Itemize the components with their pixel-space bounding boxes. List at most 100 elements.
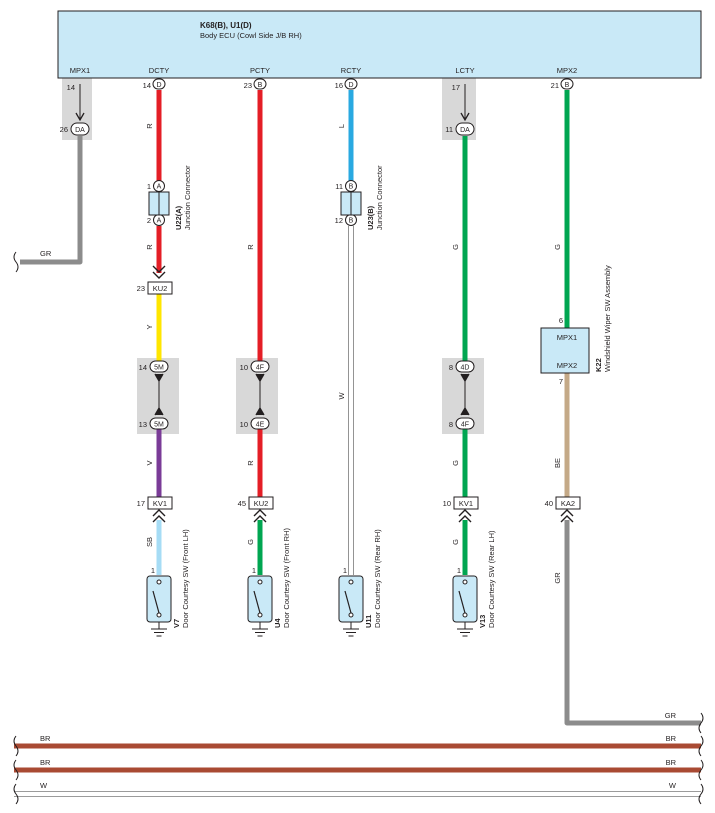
switch-terminal-bottom xyxy=(156,612,162,618)
wl-bus3-left: W xyxy=(40,781,48,790)
wl-bus3-right: W xyxy=(669,781,677,790)
pin-num-mpx2-top: 21 xyxy=(551,81,559,90)
wl-rcty-w: W xyxy=(337,392,346,400)
wl-mpx1-gr: GR xyxy=(40,249,52,258)
pin-5m-b: 5M xyxy=(149,417,169,430)
switch-code: V13 xyxy=(478,615,487,628)
wl-mpx2-be: BE xyxy=(553,458,562,468)
switch-name: Door Courtesy SW (Front LH) xyxy=(181,529,190,628)
bracket-mpx2-right xyxy=(698,712,704,734)
pin-5m-a-label: 5M xyxy=(154,365,164,372)
conn-kv1-lcty-box xyxy=(453,496,479,510)
wl-bus1-right: BR xyxy=(666,734,677,743)
u23-name: Junction Connector xyxy=(375,165,384,230)
pin-num-5m-b: 13 xyxy=(139,420,147,429)
pin-num-mpx1-bot: 26 xyxy=(60,125,68,134)
switch-terminal-bottom xyxy=(348,612,354,618)
bracket-bus3-right xyxy=(698,783,704,805)
conn-kv1-dcty-box xyxy=(147,496,173,510)
u23-code: U23(B) xyxy=(366,205,375,230)
pin-ecu-dcty-label: D xyxy=(156,82,161,89)
pin-num-ku2-a: 23 xyxy=(137,284,145,293)
pin-num-k22-mpx2: 7 xyxy=(559,377,563,386)
pin-mpx1-da: DA xyxy=(70,122,90,136)
wire-end-brackets xyxy=(13,251,704,805)
ecu-box: K68(B), U1(D) Body ECU (Cowl Side J/B RH… xyxy=(57,10,702,79)
pin-num-ka2: 40 xyxy=(545,499,553,508)
ecu-subtitle: Body ECU (Cowl Side J/B RH) xyxy=(200,31,302,40)
pin-lcty-da: DA xyxy=(455,122,475,136)
conn-ku2-pcty-box xyxy=(248,496,274,510)
ecu-terminal-pcty: PCTY xyxy=(250,66,270,75)
pin-num-sw-v7: 1 xyxy=(151,566,155,575)
wl-mpx2-gr-right: GR xyxy=(665,711,677,720)
pin-num-dcty-top: 14 xyxy=(143,81,151,90)
pin-num-kv1-l: 10 xyxy=(443,499,451,508)
conn-kv1-dcty-label: KV1 xyxy=(153,499,167,508)
pin-4f-b-label: 4F xyxy=(461,422,469,429)
pin-ecu-pcty: B xyxy=(253,78,267,90)
chevron-ka2-mpx2 xyxy=(560,509,574,523)
switch-blade xyxy=(458,590,466,614)
pin-4f-a-label: 4F xyxy=(256,365,264,372)
bracket-bus3-left xyxy=(13,783,19,805)
wl-dcty-r2: R xyxy=(145,244,154,250)
ecu-terminal-lcty: LCTY xyxy=(455,66,474,75)
pin-num-ku2-p: 45 xyxy=(238,499,246,508)
switch-name: Door Courtesy SW (Front RH) xyxy=(282,527,291,628)
pin-num-sw-u4: 1 xyxy=(252,566,256,575)
conn-ka2-box xyxy=(555,496,581,510)
wire-color-labels-horizontal: GR GR BR BR BR BR W W xyxy=(40,249,677,790)
pin-num-4d-a: 8 xyxy=(449,363,453,372)
pin-num-mpx1-top: 14 xyxy=(67,83,75,92)
wl-dcty-sb: SB xyxy=(145,537,154,547)
switch-blade xyxy=(152,590,160,614)
switch-name: Door Courtesy SW (Rear RH) xyxy=(373,529,382,628)
wl-dcty-v: V xyxy=(145,460,154,465)
pin-num-sw-u11: 1 xyxy=(343,566,347,575)
ecu-terminal-mpx1: MPX1 xyxy=(70,66,90,75)
pin-ecu-mpx2: B xyxy=(560,78,574,90)
pin-ecu-rcty: D xyxy=(344,78,358,90)
wl-dcty-r1: R xyxy=(145,123,154,129)
wl-mpx2-g: G xyxy=(553,244,562,250)
switch-terminal-bottom xyxy=(257,612,263,618)
k22-body xyxy=(540,327,590,374)
bracket-bus2-left xyxy=(13,759,19,781)
pin-num-k22-mpx1: 6 xyxy=(559,316,563,325)
pin-num-u23-in: 11 xyxy=(335,182,343,191)
bracket-bus1-right xyxy=(698,735,704,757)
connector-block-group xyxy=(62,78,484,434)
pin-mpx1-da-label: DA xyxy=(75,127,85,134)
wl-mpx2-gr: GR xyxy=(553,572,562,584)
chevron-kv1-lcty xyxy=(458,509,472,523)
pin-num-rcty-top: 16 xyxy=(335,81,343,90)
pin-num-4f-b: 8 xyxy=(449,420,453,429)
pin-num-lcty-top: 17 xyxy=(452,83,460,92)
pin-u22-a1-label: A xyxy=(157,184,162,191)
conn-kv1-lcty-label: KV1 xyxy=(459,499,473,508)
wl-dcty-y: Y xyxy=(145,324,154,329)
pin-num-4f-a: 10 xyxy=(240,363,248,372)
wl-lcty-g2: G xyxy=(451,460,460,466)
k22-name: Windshield Wiper SW Assembly xyxy=(603,265,612,372)
bracket-mpx1-left xyxy=(13,251,19,273)
wire-mpx2-gr xyxy=(564,520,701,726)
switch-terminal-bottom xyxy=(462,612,468,618)
ecu-terminal-mpx2: MPX2 xyxy=(557,66,577,75)
pin-ecu-rcty-label: D xyxy=(348,82,353,89)
pin-num-5m-a: 14 xyxy=(139,363,147,372)
pin-u22-a1: A xyxy=(153,180,165,192)
pin-u22-a2-label: A xyxy=(157,218,162,225)
pin-u23-b1-label: B xyxy=(349,184,354,191)
chevron-ku2-dcty xyxy=(152,265,166,279)
wl-bus2-right: BR xyxy=(666,758,677,767)
